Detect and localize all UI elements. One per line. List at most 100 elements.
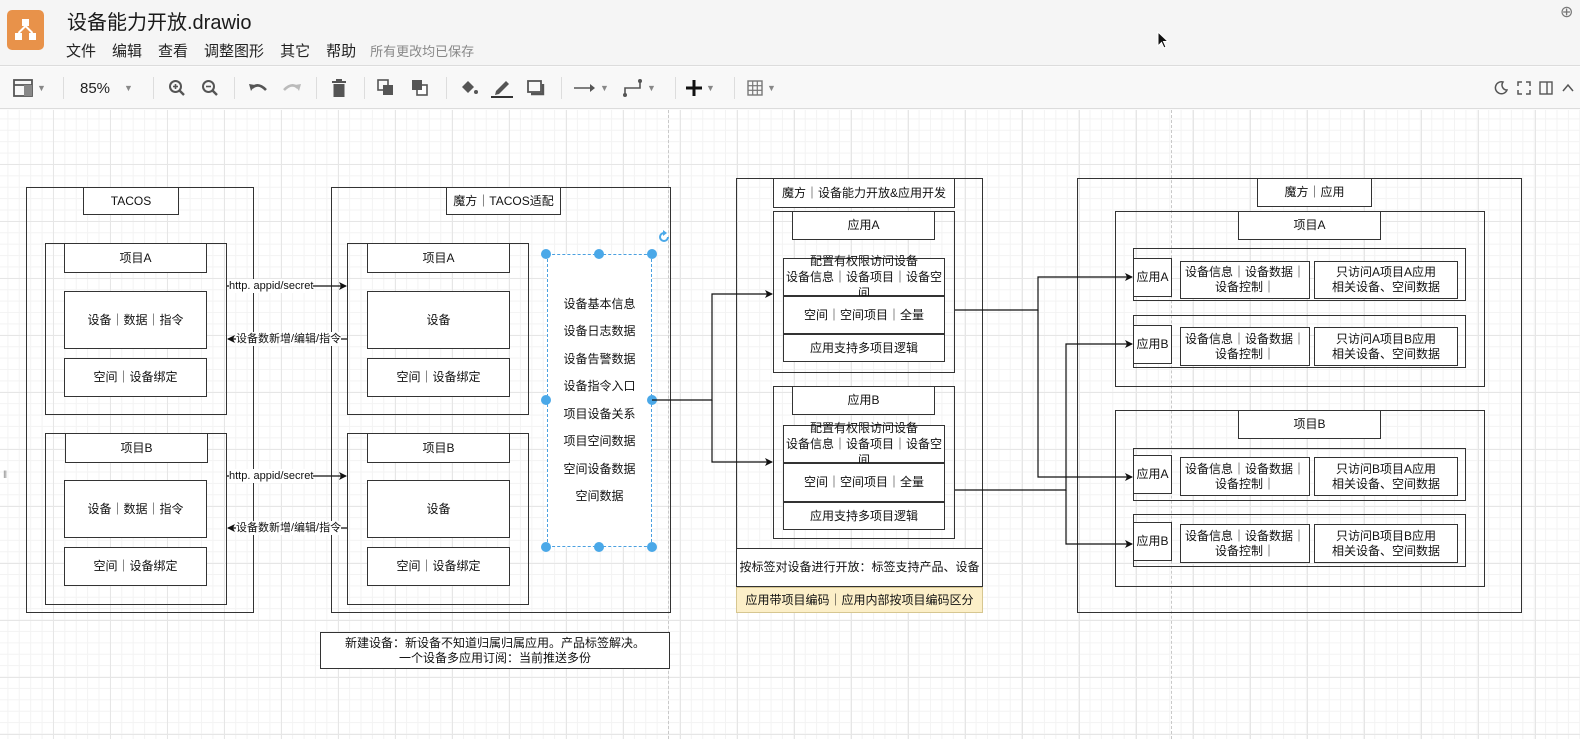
edge-label-sync-a[interactable]: 设备数新增/编辑/指令 bbox=[236, 332, 342, 346]
capability-app-b-device-access[interactable]: 配置有权限访问设备 设备信息｜设备项目｜设备空间 bbox=[783, 421, 945, 467]
adapter-project-a-space[interactable]: 空间｜设备绑定 bbox=[367, 358, 510, 397]
data-list-item: 空间设备数据 bbox=[563, 461, 636, 476]
rotate-handle-icon[interactable] bbox=[657, 230, 671, 244]
tacos-title[interactable]: TACOS bbox=[83, 187, 179, 215]
capability-app-b-space-row[interactable]: 空间｜空间项目｜全量 bbox=[783, 463, 945, 502]
undo-button[interactable] bbox=[248, 75, 268, 101]
apps-project-b-app-a-name[interactable]: 应用A bbox=[1133, 455, 1172, 494]
line-color-icon bbox=[491, 81, 513, 98]
resize-handle-sw[interactable] bbox=[541, 542, 551, 552]
menu-extras[interactable]: 其它 bbox=[280, 43, 311, 60]
apps-project-a-app-a-scope[interactable]: 只访问A项目A应用 相关设备、空间数据 bbox=[1314, 261, 1458, 299]
capability-app-a-space-row[interactable]: 空间｜空间项目｜全量 bbox=[783, 296, 945, 334]
adapter-project-b-device[interactable]: 设备 bbox=[367, 480, 510, 538]
adapter-note[interactable]: 新建设备：新设备不知道归属归属应用。产品标签解决。 一个设备多应用订阅：当前推送… bbox=[320, 632, 670, 669]
capability-app-a-device-access[interactable]: 配置有权限访问设备 设备信息｜设备项目｜设备空间 bbox=[783, 254, 945, 300]
capability-note[interactable]: 应用带项目编码｜应用内部按项目编码区分 bbox=[736, 587, 983, 613]
to-back-button[interactable] bbox=[411, 75, 429, 101]
apps-project-b-app-b-scope[interactable]: 只访问B项目B应用 相关设备、空间数据 bbox=[1314, 524, 1458, 563]
edge-label-sync-b[interactable]: 设备数新增/编辑/指令 bbox=[236, 521, 342, 535]
table-dropdown[interactable]: ▼ bbox=[747, 75, 776, 101]
resize-handle-se[interactable] bbox=[647, 542, 657, 552]
capability-footer[interactable]: 按标签对设备进行开放：标签支持产品、设备 bbox=[736, 548, 983, 587]
apps-project-a-app-b-scope[interactable]: 只访问A项目B应用 相关设备、空间数据 bbox=[1314, 327, 1458, 366]
waypoints-dropdown[interactable]: ▼ bbox=[623, 75, 656, 101]
data-list-item: 设备日志数据 bbox=[563, 324, 636, 338]
line-color-button[interactable] bbox=[491, 75, 513, 101]
apps-project-a-title[interactable]: 项目A bbox=[1238, 211, 1381, 240]
capability-app-b-title[interactable]: 应用B bbox=[792, 386, 935, 415]
to-front-button[interactable] bbox=[377, 75, 395, 101]
apps-project-a-app-b-name[interactable]: 应用B bbox=[1133, 325, 1172, 364]
menu-file[interactable]: 文件 bbox=[66, 43, 97, 60]
chevron-down-icon: ▼ bbox=[767, 83, 776, 93]
apps-project-b-app-b-name[interactable]: 应用B bbox=[1133, 522, 1172, 561]
apps-project-a-app-a-capability[interactable]: 设备信息｜设备数据｜ 设备控制｜ bbox=[1180, 261, 1310, 299]
apps-project-a-app-a-name[interactable]: 应用A bbox=[1133, 258, 1172, 297]
diagram-canvas[interactable]: TACOS 项目A 设备｜数据｜指令 空间｜设备绑定 项目B 设备｜数据｜指令 … bbox=[0, 110, 1580, 739]
capability-title[interactable]: 魔方｜设备能力开放&应用开发 bbox=[773, 178, 955, 208]
collapse-toolbar-button[interactable] bbox=[1561, 75, 1575, 101]
format-panel-toggle[interactable] bbox=[1539, 75, 1553, 101]
zoom-in-button[interactable] bbox=[168, 75, 186, 101]
file-title[interactable]: 设备能力开放.drawio bbox=[67, 12, 252, 34]
menu-arrange[interactable]: 调整图形 bbox=[204, 43, 265, 60]
fill-color-icon bbox=[462, 81, 478, 94]
adapter-project-b-space[interactable]: 空间｜设备绑定 bbox=[367, 547, 510, 586]
adapter-project-a-device[interactable]: 设备 bbox=[367, 291, 510, 349]
apps-project-b-app-a-capability[interactable]: 设备信息｜设备数据｜ 设备控制｜ bbox=[1180, 457, 1310, 496]
fullscreen-button[interactable] bbox=[1517, 75, 1531, 101]
data-list-item: 设备基本信息 bbox=[563, 296, 636, 311]
left-panel-drag-handle[interactable]: ‖ bbox=[3, 470, 8, 481]
zoom-out-icon bbox=[202, 80, 218, 96]
resize-handle-nw[interactable] bbox=[541, 249, 551, 259]
waypoints-icon bbox=[623, 79, 642, 97]
tacos-project-b-device-row[interactable]: 设备｜数据｜指令 bbox=[64, 480, 207, 538]
dark-mode-button[interactable] bbox=[1494, 75, 1508, 101]
apps-project-b-title[interactable]: 项目B bbox=[1238, 410, 1381, 439]
fullscreen-icon bbox=[1517, 81, 1531, 95]
tacos-project-b-space-row[interactable]: 空间｜设备绑定 bbox=[64, 547, 207, 586]
edge-label-http-b[interactable]: http. appid/secret bbox=[229, 469, 314, 483]
delete-button[interactable] bbox=[331, 75, 347, 101]
menu-help[interactable]: 帮助 bbox=[326, 43, 357, 60]
capability-app-b-multiproject[interactable]: 应用支持多项目逻辑 bbox=[783, 502, 945, 530]
tacos-project-a-title[interactable]: 项目A bbox=[64, 243, 207, 273]
edge-label-http-a[interactable]: http. appid/secret bbox=[229, 279, 314, 293]
capability-app-a-multiproject[interactable]: 应用支持多项目逻辑 bbox=[783, 334, 945, 362]
apps-project-a-app-b-capability[interactable]: 设备信息｜设备数据｜ 设备控制｜ bbox=[1180, 327, 1310, 366]
zoom-out-button[interactable] bbox=[201, 75, 219, 101]
zoom-dropdown[interactable]: 85% ▼ bbox=[80, 75, 133, 101]
resize-handle-s[interactable] bbox=[594, 542, 604, 552]
resize-handle-ne[interactable] bbox=[647, 249, 657, 259]
adapter-note-line: 一个设备多应用订阅：当前推送多份 bbox=[398, 650, 591, 665]
tacos-project-b-title[interactable]: 项目B bbox=[65, 433, 208, 463]
apps-project-b-app-a-scope[interactable]: 只访问B项目A应用 相关设备、空间数据 bbox=[1314, 457, 1458, 496]
toolbar-divider bbox=[734, 77, 735, 99]
apps-title[interactable]: 魔方｜应用 bbox=[1257, 178, 1372, 207]
capability-app-a-title[interactable]: 应用A bbox=[792, 211, 935, 240]
resize-handle-e[interactable] bbox=[647, 395, 657, 405]
redo-button[interactable] bbox=[282, 75, 302, 101]
tacos-project-a-space-row[interactable]: 空间｜设备绑定 bbox=[64, 358, 207, 397]
format-panel-button[interactable]: ▼ bbox=[13, 75, 46, 101]
fill-color-button[interactable] bbox=[459, 75, 479, 101]
apps-project-b-app-b-capability[interactable]: 设备信息｜设备数据｜ 设备控制｜ bbox=[1180, 524, 1310, 563]
menu-edit[interactable]: 编辑 bbox=[112, 43, 143, 60]
chevron-down-icon: ▼ bbox=[124, 83, 133, 93]
adapter-data-list[interactable]: 设备基本信息 设备日志数据 设备告警数据 设备指令入口 项目设备关系 项目空间数… bbox=[547, 254, 652, 547]
shadow-button[interactable] bbox=[527, 75, 545, 101]
language-globe-icon[interactable]: ⊕ bbox=[1560, 4, 1574, 21]
menu-view[interactable]: 查看 bbox=[158, 43, 189, 60]
adapter-project-b-title[interactable]: 项目B bbox=[367, 433, 510, 463]
connection-style-dropdown[interactable]: ▼ bbox=[574, 75, 609, 101]
insert-dropdown[interactable]: ▼ bbox=[686, 75, 715, 101]
tacos-project-a-device-row[interactable]: 设备｜数据｜指令 bbox=[64, 291, 207, 349]
adapter-project-a-title[interactable]: 项目A bbox=[367, 243, 510, 273]
resize-handle-n[interactable] bbox=[594, 249, 604, 259]
resize-handle-w[interactable] bbox=[541, 395, 551, 405]
drawio-logo[interactable] bbox=[7, 10, 44, 50]
adapter-title[interactable]: 魔方｜TACOS适配 bbox=[446, 187, 561, 215]
save-status[interactable]: 所有更改均已保存 bbox=[370, 44, 475, 59]
